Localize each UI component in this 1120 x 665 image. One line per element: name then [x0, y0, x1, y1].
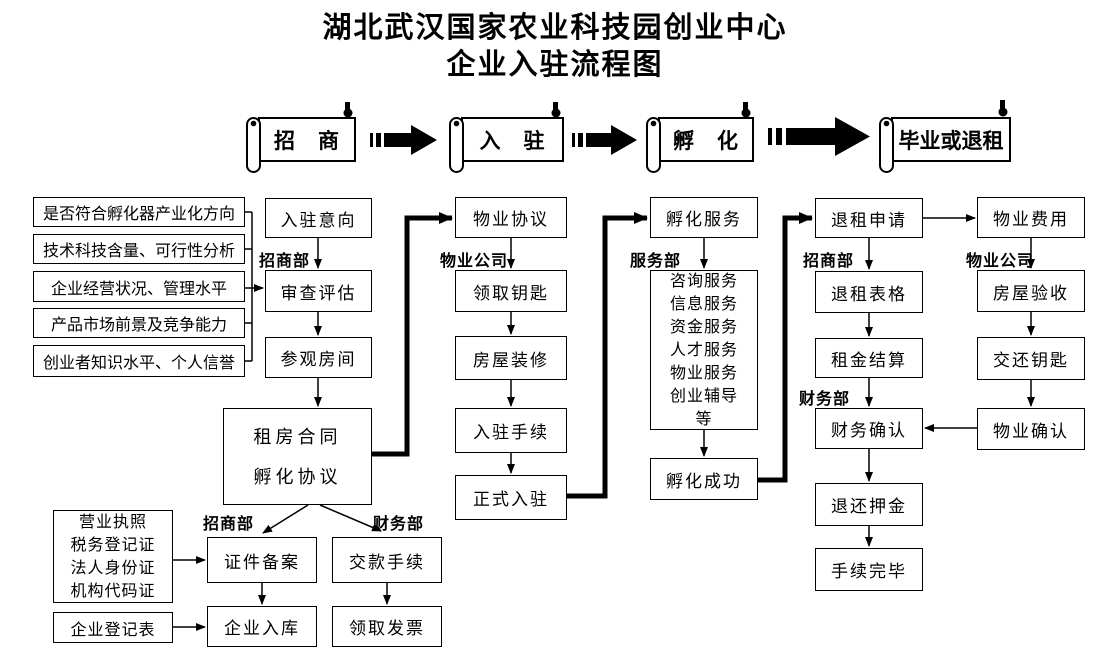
box-house-inspect: 房屋验收 [977, 270, 1085, 312]
dept-label-recruit-1: 招商部 [259, 253, 311, 270]
box-entry-procedure: 入驻手续 [455, 408, 567, 453]
box-property-confirm: 物业确认 [977, 408, 1085, 450]
box-deposit-return: 退还押金 [815, 483, 923, 526]
criteria-box-2: 技术科技含量、可行性分析 [33, 234, 245, 264]
dept-label-finance-2: 财务部 [799, 391, 851, 408]
service-line-1: 咨询服务 [669, 272, 738, 290]
scroll-shape-incubate [646, 102, 754, 173]
box-official-entry: 正式入驻 [455, 475, 567, 520]
doc-line-2: 税务登记证 [70, 536, 156, 554]
banner-recruit: 招 商 [274, 128, 340, 153]
box-refund-form: 退租表格 [815, 271, 923, 313]
dept-label-recruit-2: 招商部 [203, 516, 255, 533]
dept-label-service: 服务部 [630, 253, 682, 270]
box-property-fee: 物业费用 [977, 197, 1085, 238]
box-company-storage: 企业入库 [207, 606, 317, 647]
flow-arrows [173, 214, 1035, 631]
thick-connectors [372, 212, 813, 499]
service-line-2: 信息服务 [669, 295, 738, 313]
dept-label-property-2: 物业公司 [966, 253, 1035, 270]
banner-incubate: 孵 化 [673, 128, 739, 153]
box-visit-room: 参观房间 [265, 337, 372, 378]
box-registration-form: 企业登记表 [53, 612, 173, 643]
service-line-5: 物业服务 [669, 364, 738, 382]
criteria-box-1: 是否符合孵化器产业化方向 [33, 197, 245, 227]
box-invoice: 领取发票 [332, 606, 442, 647]
box-entry-intent: 入驻意向 [265, 198, 372, 238]
doc-line-3: 法人身份证 [70, 559, 156, 577]
criteria-bracket [245, 211, 264, 362]
box-services-list: 咨询服务 信息服务 资金服务 人才服务 物业服务 创业辅导 等 [650, 270, 758, 430]
dept-label-property-1: 物业公司 [440, 253, 509, 270]
scroll-shape-recruit [246, 102, 356, 173]
banner-enter: 入 驻 [479, 128, 546, 153]
contract-line2: 孵化协议 [253, 466, 342, 487]
service-line-7: 等 [695, 410, 713, 428]
box-payment: 交款手续 [332, 537, 442, 583]
box-get-keys: 领取钥匙 [455, 270, 567, 312]
criteria-box-3: 企业经营状况、管理水平 [33, 271, 245, 302]
box-rent-settle: 租金结算 [815, 338, 923, 378]
scroll-shape-graduate [879, 100, 1011, 173]
doc-line-1: 营业执照 [78, 513, 147, 531]
box-property-agreement: 物业协议 [455, 197, 567, 238]
scroll-shape-enter [449, 102, 564, 173]
criteria-box-5: 创业者知识水平、个人信誉 [33, 345, 245, 377]
box-credential-filing: 证件备案 [207, 537, 317, 583]
box-contract: 租房合同 孵化协议 [223, 408, 372, 505]
box-incubation-success: 孵化成功 [650, 458, 758, 500]
box-procedure-done: 手续完毕 [815, 548, 923, 591]
page-title: 湖北武汉国家农业科技园创业中心 企业入驻流程图 [0, 10, 1110, 84]
banner-graduate: 毕业或退租 [898, 128, 1004, 153]
banner-arrows [370, 117, 870, 156]
box-review: 审查评估 [265, 270, 372, 312]
service-line-6: 创业辅导 [669, 387, 738, 405]
box-finance-confirm: 财务确认 [815, 408, 923, 449]
box-documents: 营业执照 税务登记证 法人身份证 机构代码证 [53, 510, 173, 603]
dept-label-finance-1: 财务部 [373, 516, 425, 533]
doc-line-4: 机构代码证 [70, 582, 156, 600]
service-line-4: 人才服务 [669, 341, 738, 359]
dept-label-recruit-3: 招商部 [803, 253, 855, 270]
box-renovation: 房屋装修 [455, 336, 567, 380]
criteria-box-4: 产品市场前景及竞争能力 [33, 308, 245, 338]
contract-line1: 租房合同 [253, 426, 342, 447]
box-return-keys: 交还钥匙 [977, 337, 1085, 380]
service-line-3: 资金服务 [669, 318, 738, 336]
page-title-line2: 企业入驻流程图 [446, 49, 664, 81]
box-refund-apply: 退租申请 [815, 198, 923, 238]
box-incubation-service: 孵化服务 [650, 197, 758, 238]
page-title-line1: 湖北武汉国家农业科技园创业中心 [322, 12, 788, 44]
